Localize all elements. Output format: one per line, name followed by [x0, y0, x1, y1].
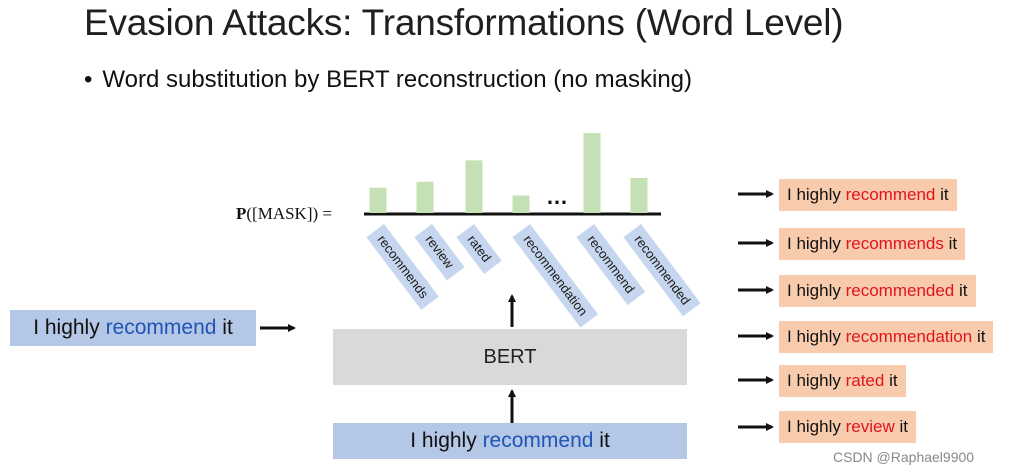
output-prefix: I highly — [787, 234, 846, 253]
probability-bar-recommended — [630, 177, 648, 213]
output-substituted-word: recommends — [845, 234, 944, 253]
bottom-input-sentence: I highly recommend it — [333, 423, 687, 459]
output-sentence-1: I highly recommend it — [779, 179, 957, 211]
probability-label: P([MASK]) = — [236, 204, 332, 224]
slide-title: Evasion Attacks: Transformations (Word L… — [84, 2, 844, 43]
output-substituted-word: recommendation — [845, 327, 973, 346]
watermark: CSDN @Raphael9900 — [833, 449, 975, 465]
output-substituted-word: rated — [845, 371, 885, 390]
left-input-prefix: I highly — [33, 316, 106, 339]
chart-ellipsis: … — [546, 184, 568, 209]
output-substituted-word: recommend — [845, 185, 936, 204]
output-sentence-3: I highly recommended it — [779, 275, 976, 307]
output-suffix: it — [935, 185, 949, 204]
output-sentence-2: I highly recommends it — [779, 228, 966, 260]
bottom-input-prefix: I highly — [410, 429, 483, 452]
bullet-dot-icon: • — [84, 66, 93, 93]
bullet-point: • Word substitution by BERT reconstructio… — [84, 66, 692, 94]
bert-model-box: BERT — [333, 329, 687, 385]
left-input-target-word: recommend — [105, 316, 217, 339]
output-sentence-4: I highly recommendation it — [779, 321, 994, 353]
probability-bar-recommend — [583, 133, 601, 213]
probability-bar-rated — [465, 160, 483, 213]
left-input-sentence: I highly recommend it — [10, 310, 256, 346]
probability-bar-review — [416, 181, 434, 213]
probability-p: P — [236, 204, 247, 223]
output-substituted-word: review — [845, 417, 895, 436]
output-prefix: I highly — [787, 371, 846, 390]
output-suffix: it — [943, 234, 958, 253]
output-prefix: I highly — [787, 185, 846, 204]
output-suffix: it — [954, 281, 968, 300]
output-suffix: it — [972, 327, 986, 346]
probability-bar-recommendation — [512, 195, 530, 213]
bottom-input-suffix: it — [593, 429, 610, 452]
output-prefix: I highly — [787, 327, 846, 346]
output-suffix: it — [894, 417, 908, 436]
output-substituted-word: recommended — [845, 281, 955, 300]
output-prefix: I highly — [787, 281, 846, 300]
output-sentence-6: I highly review it — [779, 411, 916, 443]
output-prefix: I highly — [787, 417, 846, 436]
bottom-input-target-word: recommend — [482, 429, 594, 452]
output-sentence-5: I highly rated it — [779, 365, 906, 397]
probability-bar-recommends — [369, 187, 387, 213]
bullet-text: Word substitution by BERT reconstruction… — [102, 66, 692, 93]
probability-mask-text: ([MASK]) = — [246, 204, 332, 223]
left-input-suffix: it — [216, 316, 233, 339]
output-suffix: it — [884, 371, 898, 390]
